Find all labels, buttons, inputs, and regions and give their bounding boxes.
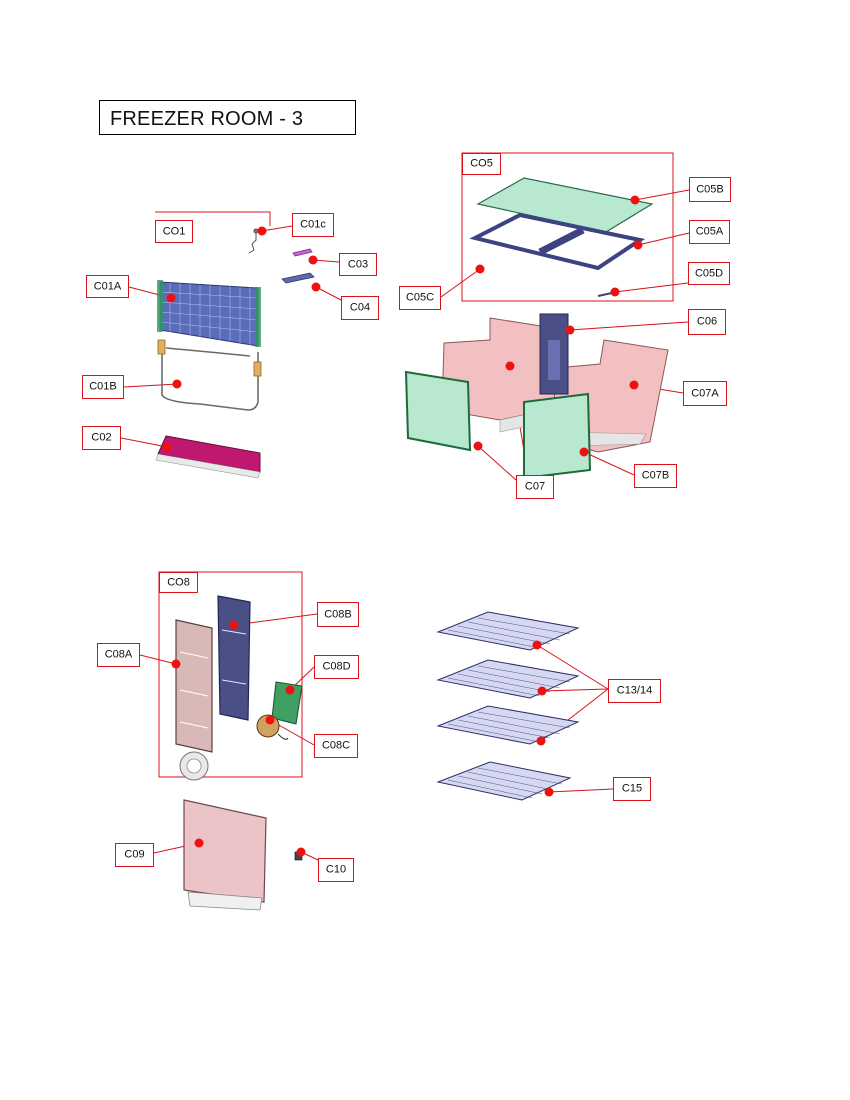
leader-c08a — [139, 654, 177, 665]
leader-c01b — [123, 383, 178, 388]
part-c01b-heater-loop — [157, 339, 262, 411]
part-c02-drain-heater — [155, 435, 261, 479]
label-c08c: C08C — [314, 734, 358, 758]
label-c02: C02 — [82, 426, 121, 450]
part-c01a-evaporator — [157, 280, 261, 347]
label-c07b: C07B — [634, 464, 677, 488]
label-c05c: C05C — [399, 286, 441, 310]
label-c09: C09 — [115, 843, 154, 867]
group-c08-frame — [158, 571, 303, 778]
leader-c07b — [583, 451, 635, 476]
label-c05d: C05D — [688, 262, 730, 285]
part-c07-front-left — [404, 370, 472, 452]
label-c08d: C08D — [314, 655, 359, 679]
part-c01c-sensor — [248, 228, 259, 254]
label-c01a: C01A — [86, 275, 129, 298]
part-c13-shelf-2 — [436, 659, 580, 699]
part-c04-bracket — [281, 272, 315, 284]
label-c08b: C08B — [317, 602, 359, 627]
leader-c06 — [569, 321, 689, 331]
part-c08a-duct — [175, 619, 213, 781]
leader-c02 — [120, 437, 168, 448]
label-c08a: C08A — [97, 643, 140, 667]
label-c07a: C07A — [683, 381, 727, 406]
group-c01-bracket — [155, 211, 271, 226]
leader-c13-1 — [536, 644, 609, 690]
group-c05-frame — [461, 152, 674, 302]
label-c13-14: C13/14 — [608, 679, 661, 703]
title-box: FREEZER ROOM - 3 — [99, 100, 356, 135]
label-c05b: C05B — [689, 177, 731, 202]
leader-c05c — [440, 268, 481, 298]
part-c03-clip — [292, 248, 313, 257]
label-c01b: C01B — [82, 375, 124, 399]
page-title: FREEZER ROOM - 3 — [110, 108, 304, 130]
part-c15-shelf — [436, 761, 572, 801]
part-c05d-screw — [597, 292, 613, 297]
label-c05: CO5 — [462, 153, 501, 175]
label-c10: C10 — [318, 858, 354, 882]
leader-c05a — [637, 232, 690, 246]
leader-c01c — [261, 225, 293, 232]
label-c07: C07 — [516, 475, 554, 499]
leader-c13-2 — [541, 688, 609, 692]
part-c08d-bracket — [271, 681, 303, 725]
part-c08b-cover — [217, 595, 251, 721]
leader-c05b — [634, 189, 690, 201]
label-c05a: C05A — [689, 220, 730, 244]
label-c01: CO1 — [155, 220, 193, 243]
callout-markers — [162, 195, 643, 857]
part-c13-shelf-3 — [436, 705, 580, 745]
label-c15: C15 — [613, 777, 651, 801]
part-c07b-front-right — [523, 392, 592, 480]
label-c06: C06 — [688, 309, 726, 335]
part-c05a-frame — [469, 212, 646, 271]
leader-c04 — [315, 286, 342, 301]
label-c03: C03 — [339, 253, 377, 276]
label-c08: CO8 — [159, 572, 198, 593]
leader-c15 — [548, 788, 614, 793]
part-c13-shelf-1 — [436, 611, 580, 651]
leader-c07-a — [477, 445, 517, 481]
part-c09-back-panel — [183, 799, 267, 911]
part-c06-divider — [539, 313, 569, 395]
label-c04: C04 — [341, 296, 379, 320]
label-c01c: C01c — [292, 213, 334, 237]
leader-c05d — [614, 282, 689, 293]
